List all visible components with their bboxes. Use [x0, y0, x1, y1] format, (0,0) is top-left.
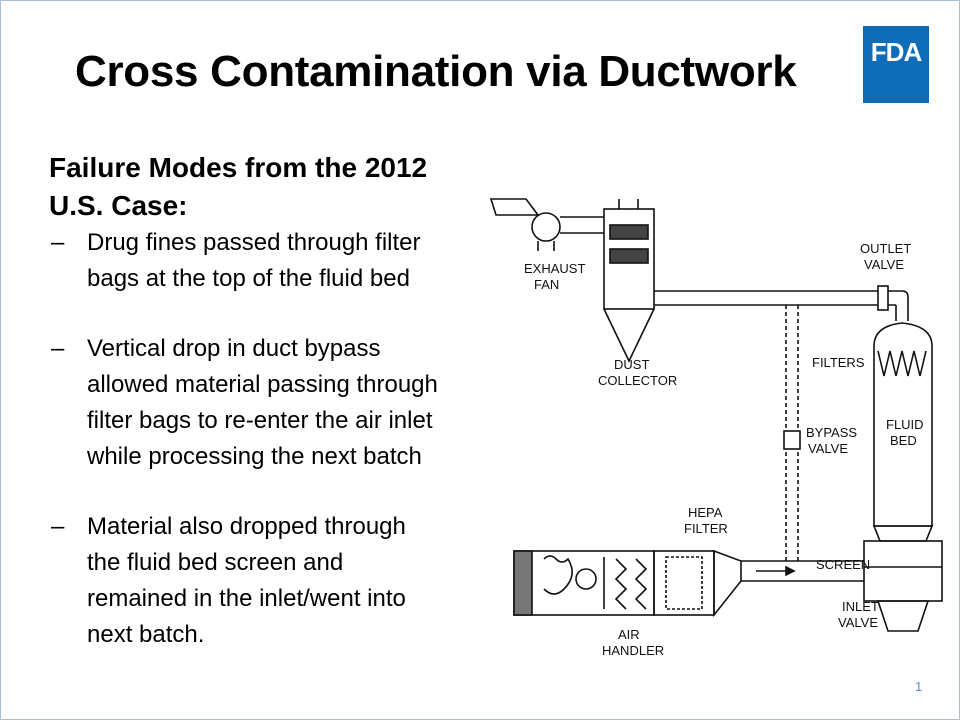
label-filters: FILTERS — [812, 355, 865, 370]
bullet-item-1: –Drug fines passed through filter bags a… — [49, 225, 519, 297]
label-exhaust: EXHAUST — [524, 261, 585, 276]
bullet-2-line-1: Vertical drop in duct bypass — [87, 335, 381, 362]
fda-logo-text: FDA — [870, 37, 922, 67]
page-number: 1 — [915, 679, 923, 694]
bullet-3-line-1: Material also dropped through — [87, 513, 406, 540]
bullet-3-line-2: the fluid bed screen and — [87, 549, 344, 576]
bypass-duct — [783, 305, 801, 561]
bullet-2-line-2: allowed material passing through — [87, 371, 438, 398]
slide-body: Failure Modes from the 2012 U.S. Case: –… — [49, 149, 519, 653]
section-heading-line-2: U.S. Case: — [49, 190, 188, 221]
label-fluid: FLUID — [886, 417, 924, 432]
label-bypass-valve: VALVE — [808, 441, 848, 456]
bullet-2-line-3: filter bags to re-enter the air inlet — [87, 407, 433, 434]
inlet-duct — [741, 560, 864, 582]
bullet-item-2: –Vertical drop in duct bypass allowed ma… — [49, 331, 519, 475]
ductwork-diagram: EXHAUST FAN DUST COLLECTOR OUTLET VALVE … — [489, 198, 943, 658]
bullet-3-line-3: remained in the inlet/went into — [87, 585, 406, 612]
label-air: AIR — [618, 627, 640, 642]
dust-collector — [603, 199, 655, 363]
diagram-labels: EXHAUST FAN DUST COLLECTOR OUTLET VALVE … — [524, 241, 924, 658]
label-handler: HANDLER — [602, 643, 664, 658]
bullet-2-line-4: while processing the next batch — [87, 443, 422, 470]
label-bed: BED — [890, 433, 917, 448]
label-inlet: INLET — [842, 599, 879, 614]
bullet-3-line-4: next batch. — [87, 621, 205, 648]
bullet-1-line-2: bags at the top of the fluid bed — [87, 265, 410, 292]
label-dust: DUST — [614, 357, 649, 372]
fda-logo: FDA — [863, 26, 929, 103]
label-collector: COLLECTOR — [598, 373, 677, 388]
air-handler — [513, 549, 742, 618]
exhaust-fan — [489, 198, 604, 251]
bullet-1-line-1: Drug fines passed through filter — [87, 229, 421, 256]
bullet-dash: – — [51, 335, 65, 362]
label-bypass: BYPASS — [806, 425, 857, 440]
bullet-dash: – — [51, 513, 65, 540]
label-fan: FAN — [534, 277, 559, 292]
fluid-bed — [863, 322, 943, 632]
bullet-dash: – — [51, 229, 65, 256]
slide-title: Cross Contamination via Ductwork — [75, 47, 797, 96]
label-inlet-valve: VALVE — [838, 615, 878, 630]
label-outlet: OUTLET — [860, 241, 911, 256]
label-hepa-filter: FILTER — [684, 521, 728, 536]
label-screen: SCREEN — [816, 557, 870, 572]
bullet-item-3: –Material also dropped through the fluid… — [49, 509, 519, 653]
label-outlet-valve: VALVE — [864, 257, 904, 272]
label-hepa: HEPA — [688, 505, 723, 520]
section-heading-line-1: Failure Modes from the 2012 — [49, 152, 428, 183]
outlet-duct — [654, 285, 909, 321]
